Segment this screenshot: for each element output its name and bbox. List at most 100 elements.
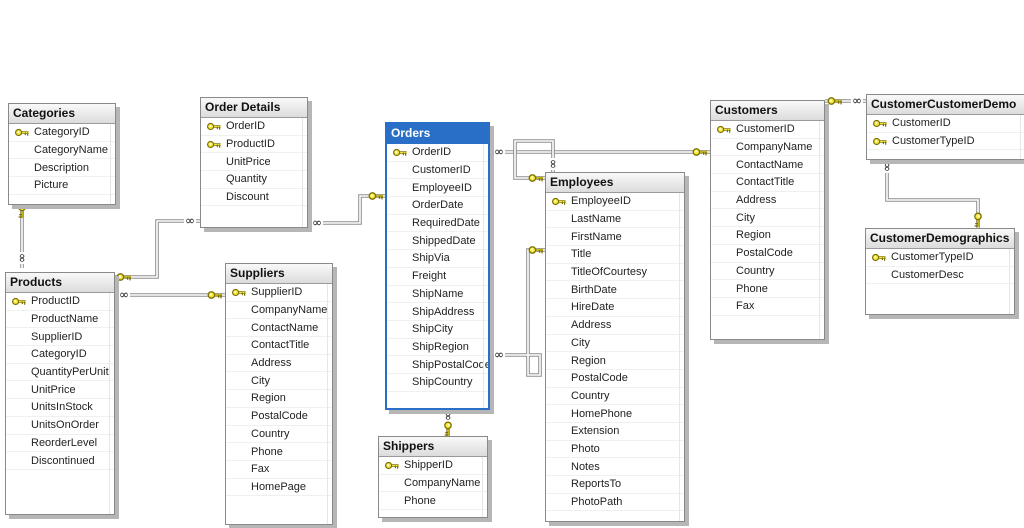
column-row-productid[interactable]: ProductID bbox=[6, 293, 114, 311]
column-row-photo[interactable]: Photo bbox=[546, 441, 684, 459]
column-row-city[interactable]: City bbox=[226, 372, 332, 391]
table-header-customers[interactable]: Customers bbox=[711, 101, 824, 121]
column-row-extension[interactable]: Extension bbox=[546, 423, 684, 441]
column-row-shipvia[interactable]: ShipVia bbox=[387, 250, 488, 268]
column-row-freight[interactable]: Freight bbox=[387, 268, 488, 286]
table-header-customer-customer-demo[interactable]: CustomerCustomerDemo bbox=[867, 95, 1024, 115]
column-row-country[interactable]: Country bbox=[546, 388, 684, 406]
column-row-customerid[interactable]: CustomerID bbox=[867, 115, 1024, 133]
column-row-companyname[interactable]: CompanyName bbox=[711, 139, 824, 157]
column-row-categoryid[interactable]: CategoryID bbox=[6, 346, 114, 364]
column-row-productname[interactable]: ProductName bbox=[6, 311, 114, 329]
column-row-shippeddate[interactable]: ShippedDate bbox=[387, 232, 488, 251]
column-row-shipperid[interactable]: ShipperID bbox=[379, 457, 487, 475]
column-row-companyname[interactable]: CompanyName bbox=[379, 475, 487, 493]
table-header-order-details[interactable]: Order Details bbox=[201, 98, 307, 118]
column-row-notes[interactable]: Notes bbox=[546, 458, 684, 476]
column-row-supplierid[interactable]: SupplierID bbox=[6, 328, 114, 347]
column-row-homephone[interactable]: HomePhone bbox=[546, 405, 684, 423]
column-row-categoryname[interactable]: CategoryName bbox=[9, 142, 115, 160]
column-row-customertypeid[interactable]: CustomerTypeID bbox=[867, 133, 1024, 151]
column-row-titleofcourtesy[interactable]: TitleOfCourtesy bbox=[546, 264, 684, 282]
column-row-reportsto[interactable]: ReportsTo bbox=[546, 476, 684, 494]
column-row-customerid[interactable]: CustomerID bbox=[387, 162, 488, 180]
column-row-unitprice[interactable]: UnitPrice bbox=[6, 381, 114, 400]
column-row-title[interactable]: Title bbox=[546, 246, 684, 264]
column-row-homepage[interactable]: HomePage bbox=[226, 479, 332, 497]
column-row-country[interactable]: Country bbox=[711, 263, 824, 281]
column-row-address[interactable]: Address bbox=[711, 192, 824, 210]
column-row-orderid[interactable]: OrderID bbox=[201, 118, 307, 136]
column-row-shipregion[interactable]: ShipRegion bbox=[387, 339, 488, 357]
column-row-shippostalcode[interactable]: ShipPostalCode bbox=[387, 356, 488, 374]
column-row-employeeid[interactable]: EmployeeID bbox=[546, 193, 684, 211]
column-row-orderdate[interactable]: OrderDate bbox=[387, 197, 488, 215]
column-row-unitsinstock[interactable]: UnitsInStock bbox=[6, 399, 114, 417]
column-row-address[interactable]: Address bbox=[226, 355, 332, 373]
column-row-productid[interactable]: ProductID bbox=[201, 136, 307, 154]
column-row-postalcode[interactable]: PostalCode bbox=[711, 245, 824, 263]
column-row-description[interactable]: Description bbox=[9, 159, 115, 178]
column-row-unitprice[interactable]: UnitPrice bbox=[201, 153, 307, 172]
column-row-shipcountry[interactable]: ShipCountry bbox=[387, 374, 488, 392]
column-row-phone[interactable]: Phone bbox=[226, 443, 332, 461]
column-row-shipaddress[interactable]: ShipAddress bbox=[387, 303, 488, 321]
table-header-employees[interactable]: Employees bbox=[546, 173, 684, 193]
column-row-contactname[interactable]: ContactName bbox=[226, 319, 332, 338]
table-header-shippers[interactable]: Shippers bbox=[379, 437, 487, 457]
column-row-contacttitle[interactable]: ContactTitle bbox=[711, 174, 824, 192]
column-row-quantity[interactable]: Quantity bbox=[201, 171, 307, 189]
column-row-phone[interactable]: Phone bbox=[379, 492, 487, 511]
column-row-quantityperunit[interactable]: QuantityPerUnit bbox=[6, 364, 114, 382]
column-row-hiredate[interactable]: HireDate bbox=[546, 299, 684, 317]
column-row-city[interactable]: City bbox=[546, 335, 684, 353]
column-row-city[interactable]: City bbox=[711, 209, 824, 228]
table-header-products[interactable]: Products bbox=[6, 273, 114, 293]
column-row-customerid[interactable]: CustomerID bbox=[711, 121, 824, 139]
column-row-contacttitle[interactable]: ContactTitle bbox=[226, 337, 332, 355]
column-row-picture[interactable]: Picture bbox=[9, 177, 115, 195]
column-row-birthdate[interactable]: BirthDate bbox=[546, 281, 684, 300]
table-header-suppliers[interactable]: Suppliers bbox=[226, 264, 332, 284]
column-row-customertypeid[interactable]: CustomerTypeID bbox=[866, 249, 1014, 267]
table-header-categories[interactable]: Categories bbox=[9, 104, 115, 124]
column-row-region[interactable]: Region bbox=[226, 390, 332, 408]
column-row-firstname[interactable]: FirstName bbox=[546, 228, 684, 247]
column-row-address[interactable]: Address bbox=[546, 317, 684, 335]
column-row-country[interactable]: Country bbox=[226, 426, 332, 444]
relationship-connector-products-order-details[interactable] bbox=[115, 219, 200, 279]
column-row-fax[interactable]: Fax bbox=[711, 298, 824, 316]
table-customer-customer-demo[interactable]: CustomerCustomerDemo CustomerID Customer… bbox=[866, 94, 1024, 160]
column-row-categoryid[interactable]: CategoryID bbox=[9, 124, 115, 142]
column-row-fax[interactable]: Fax bbox=[226, 461, 332, 479]
column-row-discount[interactable]: Discount bbox=[201, 189, 307, 207]
column-row-postalcode[interactable]: PostalCode bbox=[546, 370, 684, 388]
table-header-customer-demographics[interactable]: CustomerDemographics bbox=[866, 229, 1014, 249]
column-row-shipcity[interactable]: ShipCity bbox=[387, 321, 488, 339]
column-row-requireddate[interactable]: RequiredDate bbox=[387, 215, 488, 233]
column-row-customerdesc[interactable]: CustomerDesc bbox=[866, 267, 1014, 285]
column-row-companyname[interactable]: CompanyName bbox=[226, 302, 332, 320]
relationship-connector-customer-demographics-customer-customer-demo[interactable] bbox=[885, 160, 980, 228]
column-row-postalcode[interactable]: PostalCode bbox=[226, 408, 332, 426]
relationship-connector-employees-employees[interactable] bbox=[513, 139, 555, 180]
column-row-region[interactable]: Region bbox=[711, 227, 824, 245]
column-row-orderid[interactable]: OrderID bbox=[387, 144, 488, 162]
column-row-contactname[interactable]: ContactName bbox=[711, 156, 824, 175]
column-row-discontinued[interactable]: Discontinued bbox=[6, 452, 114, 470]
column-row-shipname[interactable]: ShipName bbox=[387, 286, 488, 304]
column-row-region[interactable]: Region bbox=[546, 352, 684, 370]
column-row-reorderlevel[interactable]: ReorderLevel bbox=[6, 435, 114, 453]
column-row-employeeid[interactable]: EmployeeID bbox=[387, 179, 488, 198]
column-row-supplierid[interactable]: SupplierID bbox=[226, 284, 332, 302]
